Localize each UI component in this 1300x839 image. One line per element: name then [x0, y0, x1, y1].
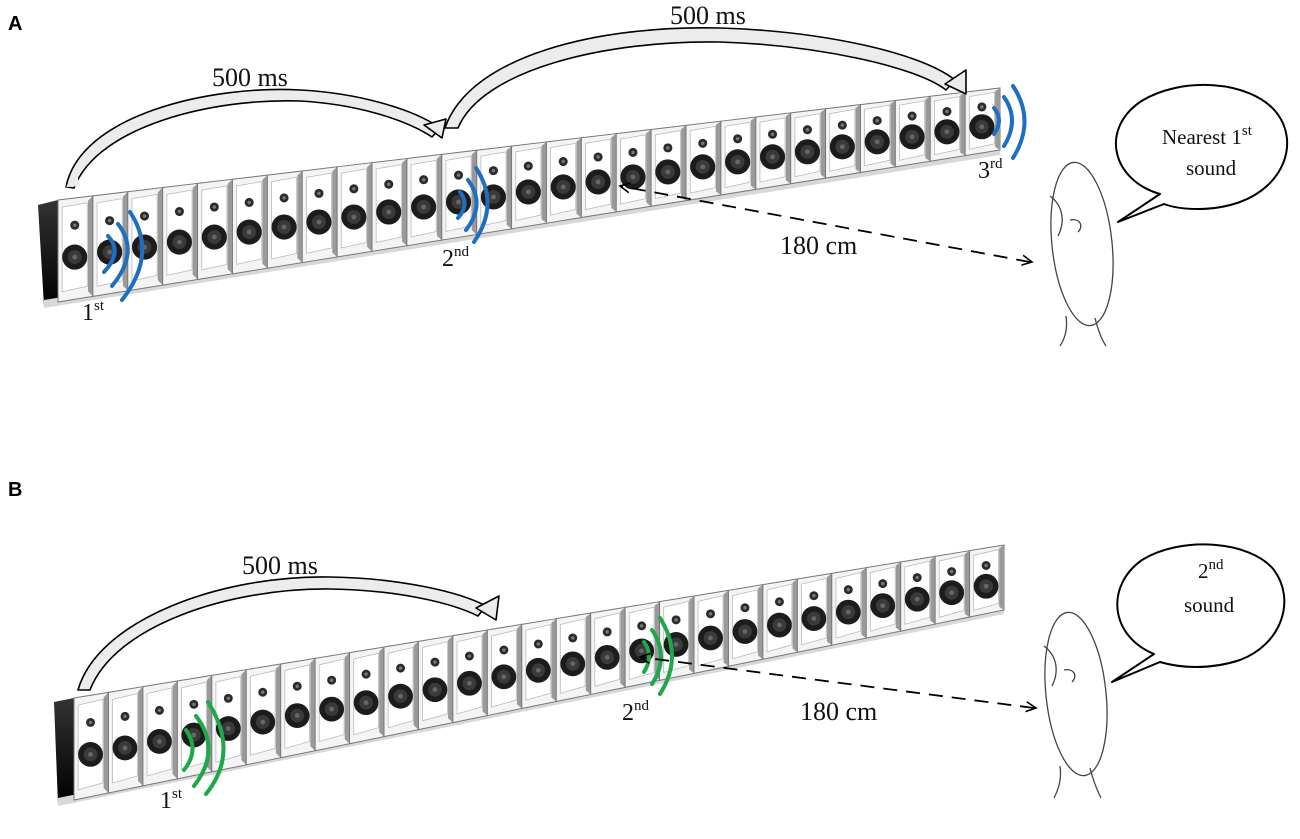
- array-b-speaker: [555, 612, 592, 703]
- bubble-b-line1: 2nd: [1198, 557, 1224, 583]
- arc-a1-label: 500 ms: [212, 63, 288, 92]
- marker-a-1st: 1st: [82, 298, 105, 326]
- array-b-speaker: [486, 623, 523, 717]
- speech-bubble-a: Nearest 1st sound: [1115, 83, 1289, 223]
- speaker-array-a: [38, 87, 1001, 308]
- timing-arc-a1: [65, 88, 447, 189]
- sound-waves-a-2nd: [456, 166, 490, 244]
- marker-a-3rd: 3rd: [978, 156, 1003, 184]
- array-b-speaker: [831, 567, 867, 646]
- array-b-speaker: [176, 674, 213, 780]
- array-b-speaker: [73, 691, 109, 801]
- array-a-speaker: [720, 116, 757, 196]
- array-b-speaker: [349, 646, 385, 745]
- panel-a: A 500 ms 500 ms: [8, 1, 1289, 347]
- array-b-speaker: [727, 584, 764, 667]
- array-b-speaker: [417, 635, 454, 731]
- array-a-speaker: [441, 149, 478, 241]
- array-b-speaker: [693, 589, 729, 674]
- distance-label-a: 180 cm: [780, 231, 857, 260]
- array-a-speaker: [545, 137, 582, 224]
- array-a-speaker: [650, 124, 687, 207]
- array-b-speaker: [659, 595, 695, 681]
- bubble-a-line1: Nearest 1st: [1162, 123, 1253, 149]
- array-a-speaker: [301, 166, 338, 264]
- array-b-speaker: [142, 680, 178, 787]
- array-b-speaker: [969, 544, 1005, 618]
- array-b-speaker: [624, 601, 661, 689]
- distance-label-b: 180 cm: [800, 697, 877, 726]
- array-a-speaker: [859, 99, 896, 174]
- distance-arrow-a: [620, 186, 1031, 263]
- array-b-speaker: [900, 555, 936, 632]
- array-a-speaker: [231, 174, 268, 275]
- speech-bubble-b: 2nd sound: [1111, 543, 1286, 683]
- bubble-a-line2: sound: [1186, 156, 1237, 180]
- array-b-speaker: [107, 686, 144, 794]
- array-a-speaker: [92, 191, 129, 297]
- array-b-speaker: [383, 640, 419, 738]
- array-a-speaker: [685, 120, 722, 202]
- array-b-speaker: [796, 572, 833, 653]
- array-b-speaker: [245, 663, 282, 766]
- marker-b-1st: 1st: [160, 786, 183, 814]
- array-a-speaker: [755, 112, 792, 190]
- sound-waves-b-1st: [182, 700, 226, 796]
- array-a-speaker: [929, 91, 966, 162]
- array-b-speaker: [314, 652, 351, 752]
- array-b-speaker: [865, 561, 902, 639]
- array-a-speaker: [57, 195, 94, 303]
- array-a-speaker: [266, 170, 303, 269]
- array-b-speaker: [590, 606, 626, 696]
- array-a-speaker: [825, 104, 861, 179]
- array-a-speaker: [406, 153, 443, 247]
- sound-waves-a-1st: [102, 210, 145, 302]
- panel-a-letter: A: [8, 13, 22, 35]
- listener-head-b: [1043, 611, 1108, 799]
- bubble-b-line2: sound: [1184, 593, 1235, 617]
- array-a-speaker: [615, 128, 652, 213]
- sound-waves-a-3rd: [992, 84, 1027, 160]
- distance-arrow-b: [640, 657, 1035, 709]
- listener-head-a: [1049, 161, 1114, 347]
- arc-a2-label: 500 ms: [670, 1, 746, 30]
- array-a-speaker: [127, 186, 164, 292]
- array-a-speaker: [790, 108, 827, 185]
- array-a-speaker: [371, 157, 408, 252]
- arc-b1-label: 500 ms: [242, 551, 318, 580]
- array-a-speaker: [162, 182, 199, 286]
- distance-arrow-b-head: [720, 667, 1036, 708]
- timing-arc-b1: [77, 576, 500, 691]
- panel-b-letter: B: [8, 479, 22, 501]
- array-a-speaker: [964, 87, 1001, 157]
- array-b-speaker: [280, 657, 316, 759]
- speaker-array-b: [54, 544, 1005, 806]
- array-a-speaker: [476, 145, 513, 236]
- array-b-speaker: [762, 578, 798, 660]
- timing-arc-a2: [444, 27, 967, 129]
- array-a-speaker: [336, 162, 373, 258]
- array-a-speaker: [580, 133, 617, 219]
- marker-b-2nd: 2nd: [622, 698, 650, 726]
- array-b-speaker: [934, 550, 971, 625]
- array-b-speaker: [521, 618, 557, 710]
- array-a-speaker: [511, 141, 547, 230]
- array-b-side-face: [54, 698, 78, 804]
- panel-b: B 500 ms 1st 2nd 180 cm: [8, 479, 1286, 814]
- array-a-speaker: [894, 95, 931, 168]
- array-a-speaker: [197, 178, 233, 281]
- array-b-speaker: [452, 629, 488, 724]
- marker-a-2nd: 2nd: [442, 244, 470, 272]
